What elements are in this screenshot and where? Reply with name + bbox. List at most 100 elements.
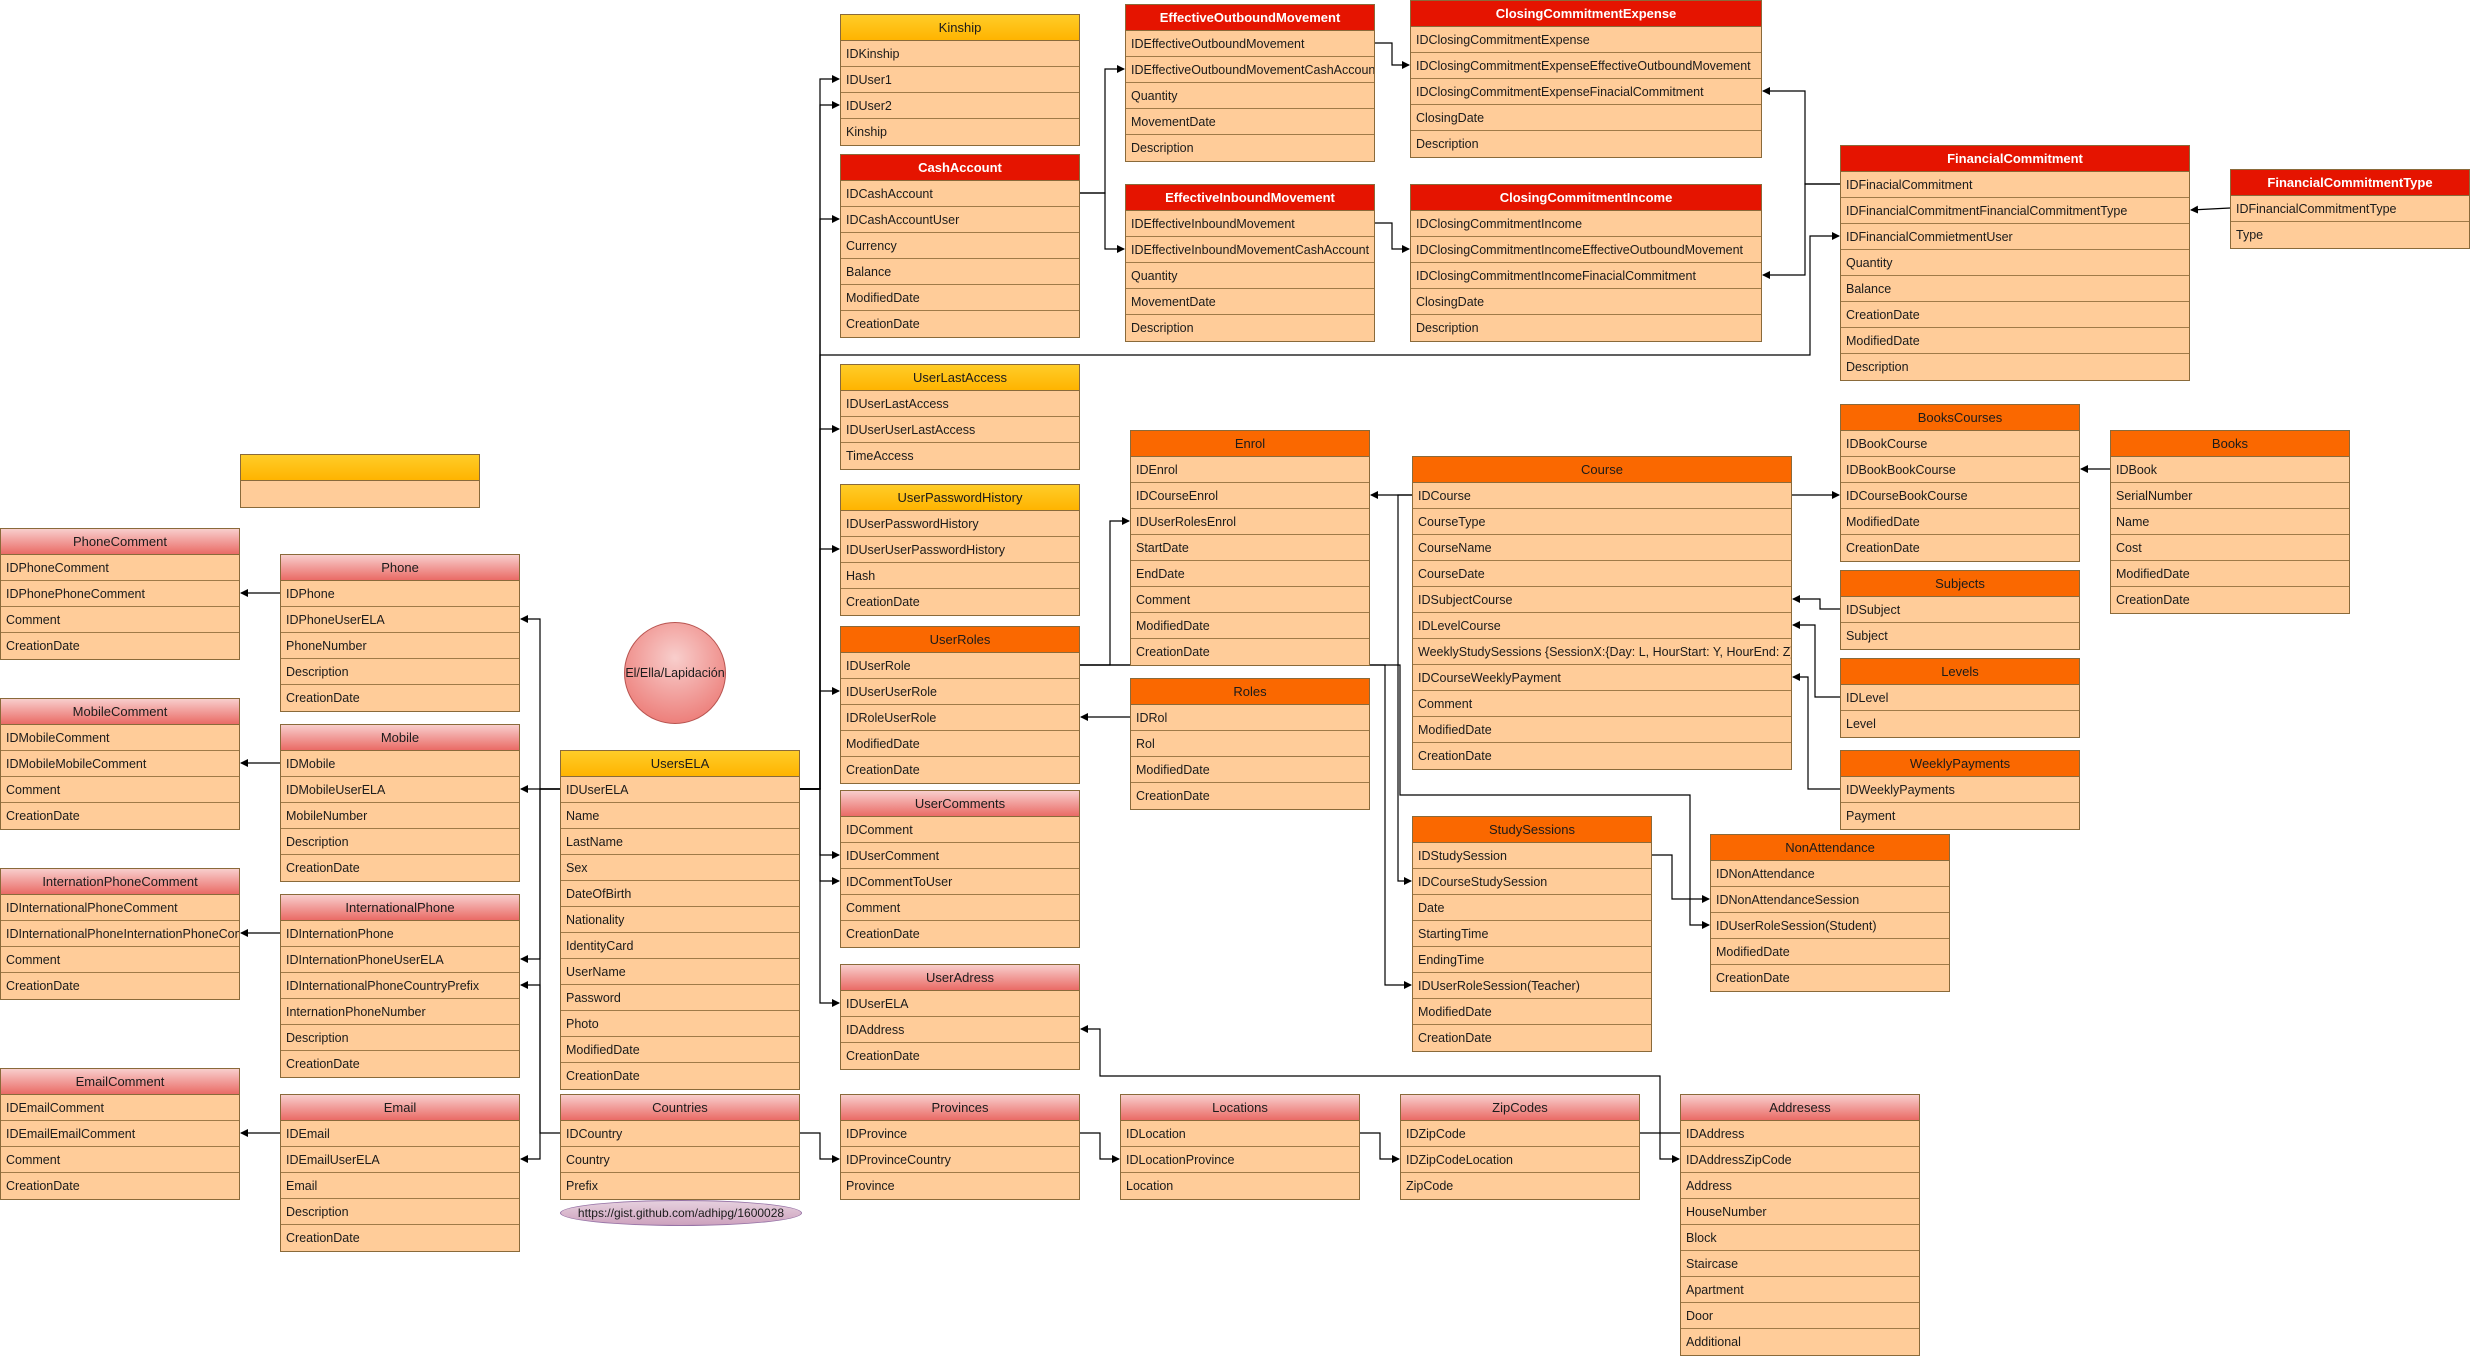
table-field[interactable]: Description xyxy=(1416,137,1479,151)
table-field[interactable]: ModifiedDate xyxy=(1711,939,1949,965)
table-field[interactable]: IDClosingCommitmentIncomeFinacialCommitm… xyxy=(1411,263,1761,289)
table-field[interactable]: MovementDate xyxy=(1126,109,1374,135)
table-field[interactable]: ClosingDate xyxy=(1411,289,1761,315)
table-field[interactable]: CreationDate xyxy=(846,927,920,941)
table-field[interactable]: Email xyxy=(281,1173,519,1199)
table-field[interactable]: IDEmail xyxy=(281,1121,519,1147)
table-field[interactable]: CreationDate xyxy=(846,595,920,609)
table-field[interactable]: IDFinancialCommitmentFinancialCommitment… xyxy=(1841,198,2189,224)
table-field[interactable]: IDUserPasswordHistory xyxy=(841,511,1079,537)
table-field[interactable]: CourseName xyxy=(1413,535,1791,561)
table-field[interactable]: IDEmailComment xyxy=(1,1095,239,1121)
table-field[interactable]: StartingTime xyxy=(1413,921,1651,947)
table-field[interactable]: Balance xyxy=(1841,276,2189,302)
table-field[interactable]: IDClosingCommitmentExpenseFinacialCommit… xyxy=(1411,79,1761,105)
table-field[interactable]: IDCashAccount xyxy=(841,181,1079,207)
table-field[interactable]: ModifiedDate xyxy=(1413,999,1651,1025)
table-field[interactable]: ClosingDate xyxy=(1411,105,1761,131)
table-field[interactable]: Additional xyxy=(1686,1335,1741,1349)
table-field[interactable]: LastName xyxy=(561,829,799,855)
table-field[interactable]: Prefix xyxy=(566,1179,598,1193)
table-field[interactable]: Country xyxy=(561,1147,799,1173)
table-field[interactable]: IDClosingCommitmentIncomeEffectiveOutbou… xyxy=(1411,237,1761,263)
table-field[interactable]: IDUserRolesEnrol xyxy=(1131,509,1369,535)
table-field[interactable]: Comment xyxy=(1,947,239,973)
table-field[interactable]: CreationDate xyxy=(1418,749,1492,763)
table-field[interactable]: Apartment xyxy=(1681,1277,1919,1303)
table-field[interactable]: CreationDate xyxy=(1841,302,2189,328)
table-field[interactable]: Name xyxy=(2111,509,2349,535)
table-field[interactable]: IDMobileComment xyxy=(1,725,239,751)
table-field[interactable]: IDUserUserLastAccess xyxy=(841,417,1079,443)
table-field[interactable]: IDNonAttendance xyxy=(1711,861,1949,887)
table-field[interactable]: Currency xyxy=(841,233,1079,259)
table-field[interactable]: IDCourseWeeklyPayment xyxy=(1413,665,1791,691)
table-field[interactable]: IDUser1 xyxy=(841,67,1079,93)
table-field[interactable]: ModifiedDate xyxy=(1131,757,1369,783)
table-field[interactable]: CreationDate xyxy=(846,763,920,777)
table-field[interactable]: IDEnrol xyxy=(1131,457,1369,483)
table-field[interactable]: IDSubjectCourse xyxy=(1413,587,1791,613)
table-field[interactable]: MovementDate xyxy=(1126,289,1374,315)
table-field[interactable]: Quantity xyxy=(1126,83,1374,109)
table-field[interactable]: IDAddress xyxy=(1681,1121,1919,1147)
table-field[interactable]: Type xyxy=(2236,228,2264,242)
table-field[interactable]: IDUserRole xyxy=(841,653,1079,679)
table-field[interactable]: IDBook xyxy=(2111,457,2349,483)
table-field[interactable]: IDWeeklyPayments xyxy=(1841,777,2079,803)
table-field[interactable]: ModifiedDate xyxy=(561,1037,799,1063)
table-field[interactable]: WeeklyStudySessions {SessionX:{Day: L, H… xyxy=(1413,639,1791,665)
table-field[interactable]: IDSubject xyxy=(1841,597,2079,623)
table-field[interactable]: Rol xyxy=(1131,731,1369,757)
table-field[interactable]: IDMobile xyxy=(281,751,519,777)
table-field[interactable]: IDLocation xyxy=(1121,1121,1359,1147)
table-field[interactable]: CreationDate xyxy=(1136,645,1210,659)
table-field[interactable]: CreationDate xyxy=(846,1049,920,1063)
table-field[interactable]: Balance xyxy=(841,259,1079,285)
table-field[interactable]: Comment xyxy=(841,895,1079,921)
table-field[interactable]: EndingTime xyxy=(1413,947,1651,973)
table-field[interactable]: CreationDate xyxy=(1136,789,1210,803)
table-field[interactable]: IDUserComment xyxy=(841,843,1079,869)
table-field[interactable]: Comment xyxy=(1,1147,239,1173)
table-field[interactable]: CreationDate xyxy=(1716,971,1790,985)
table-field[interactable]: IDMobileMobileComment xyxy=(1,751,239,777)
table-field[interactable]: ModifiedDate xyxy=(841,285,1079,311)
table-field[interactable]: CreationDate xyxy=(286,691,360,705)
table-field[interactable]: IDBookCourse xyxy=(1841,431,2079,457)
table-field[interactable]: IDProvince xyxy=(841,1121,1079,1147)
table-field[interactable]: IDFinancialCommitmentType xyxy=(2231,196,2469,222)
table-field[interactable]: Block xyxy=(1681,1225,1919,1251)
table-field[interactable]: IDLocationProvince xyxy=(1121,1147,1359,1173)
table-field[interactable]: Description xyxy=(1416,321,1479,335)
table-field[interactable]: IDKinship xyxy=(841,41,1079,67)
table-field[interactable]: Description xyxy=(1846,360,1909,374)
table-field[interactable]: Photo xyxy=(561,1011,799,1037)
table-field[interactable]: Comment xyxy=(1,777,239,803)
table-field[interactable]: IDZipCodeLocation xyxy=(1401,1147,1639,1173)
table-field[interactable]: Quantity xyxy=(1841,250,2189,276)
table-field[interactable]: Comment xyxy=(1413,691,1791,717)
table-field[interactable]: IDCourse xyxy=(1413,483,1791,509)
table-field[interactable]: IDClosingCommitmentExpenseEffectiveOutbo… xyxy=(1411,53,1761,79)
